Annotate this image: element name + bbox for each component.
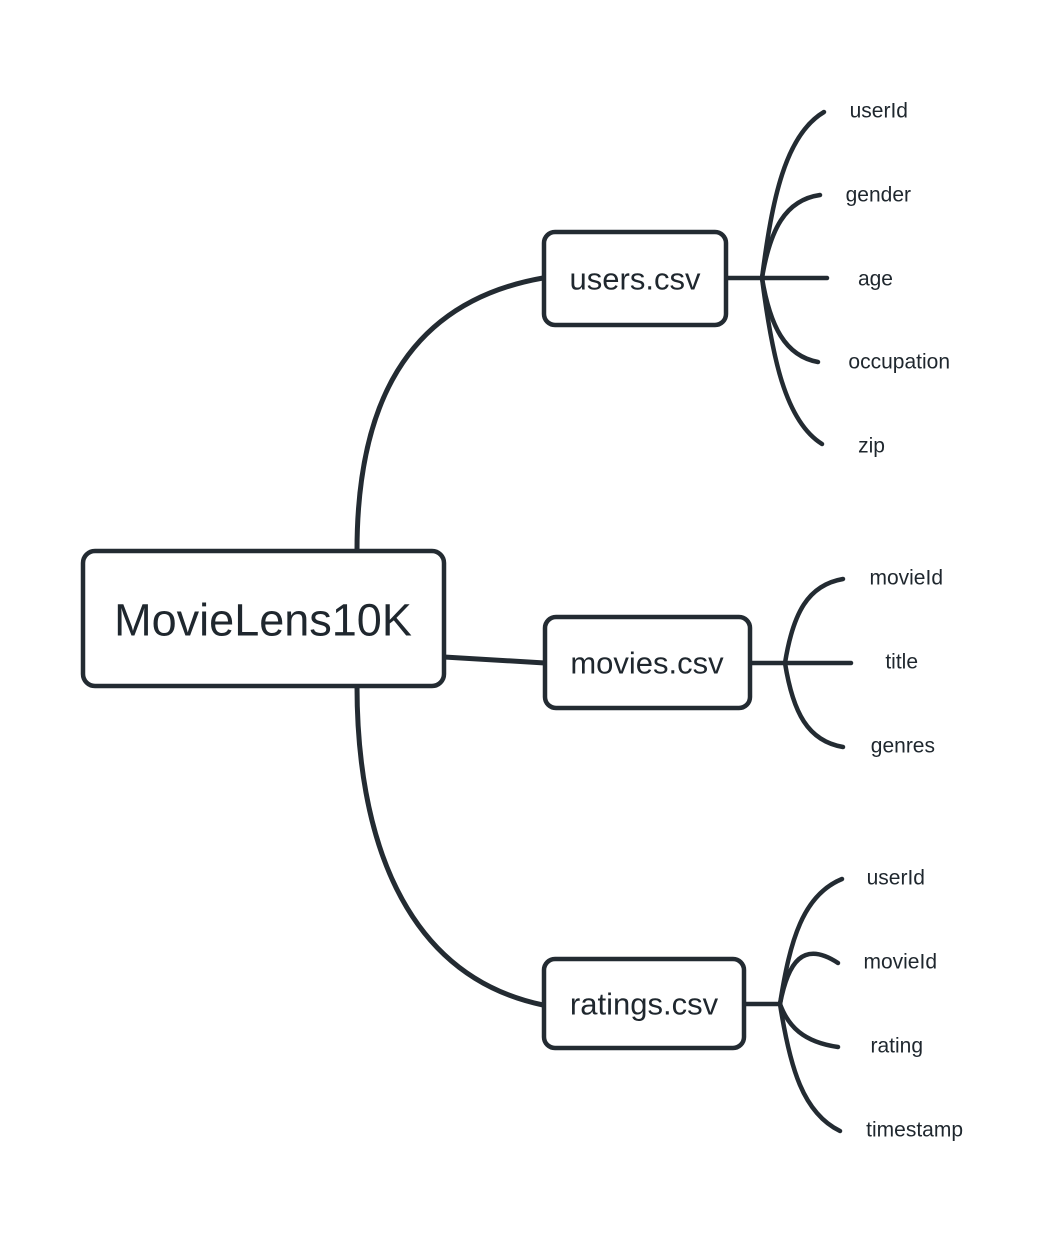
ratings-leaf-edges bbox=[741, 876, 845, 1134]
node-users-csv[interactable]: users.csv bbox=[541, 229, 729, 328]
edge-users-to-occupation bbox=[759, 275, 821, 365]
node-ratings-csv[interactable]: ratings.csv bbox=[541, 956, 747, 1051]
ratings-leaf-labels: userId movieId rating timestamp bbox=[863, 867, 963, 1142]
edge-ratings-to-timestamp bbox=[777, 1001, 843, 1134]
leaf-label-ratings-rating[interactable]: rating bbox=[870, 1035, 923, 1058]
edge-root-to-users bbox=[354, 275, 546, 554]
edge-root-to-ratings bbox=[354, 683, 546, 1008]
movies-leaf-edges bbox=[747, 576, 854, 750]
leaf-label-ratings-userId[interactable]: userId bbox=[867, 867, 925, 890]
leaf-label-users-zip[interactable]: zip bbox=[858, 435, 885, 458]
users-leaf-labels: userId gender age occupation zip bbox=[846, 100, 950, 458]
users-leaf-edges bbox=[723, 109, 830, 447]
root-edges bbox=[354, 275, 548, 1008]
root-node-box[interactable] bbox=[80, 548, 447, 689]
edge-users-to-zip bbox=[759, 275, 825, 447]
node-movies-csv[interactable]: movies.csv bbox=[542, 614, 753, 711]
movies-node-box[interactable] bbox=[542, 614, 753, 711]
root-node-label: MovieLens10K bbox=[114, 595, 412, 646]
users-node-label: users.csv bbox=[570, 262, 701, 297]
edge-ratings-to-movieId bbox=[777, 951, 841, 1007]
ratings-node-box[interactable] bbox=[541, 956, 747, 1051]
leaf-label-users-gender[interactable]: gender bbox=[846, 184, 911, 207]
leaf-label-movies-title[interactable]: title bbox=[885, 651, 918, 674]
leaf-label-movies-genres[interactable]: genres bbox=[871, 735, 935, 758]
edge-root-to-movies bbox=[441, 654, 548, 666]
ratings-node-label: ratings.csv bbox=[570, 987, 719, 1022]
node-root[interactable]: MovieLens10K bbox=[80, 548, 447, 689]
leaf-label-ratings-movieId[interactable]: movieId bbox=[863, 951, 937, 974]
leaf-label-ratings-timestamp[interactable]: timestamp bbox=[866, 1119, 963, 1142]
edge-users-to-gender bbox=[759, 192, 823, 281]
movies-leaf-labels: movieId title genres bbox=[869, 567, 943, 758]
leaf-label-movies-movieId[interactable]: movieId bbox=[869, 567, 943, 590]
edge-movies-to-genres bbox=[782, 660, 846, 750]
edge-ratings-to-userId bbox=[777, 876, 845, 1007]
leaf-label-users-occupation[interactable]: occupation bbox=[848, 351, 950, 374]
leaf-label-users-age[interactable]: age bbox=[858, 268, 893, 291]
movies-node-label: movies.csv bbox=[570, 646, 724, 681]
users-node-box[interactable] bbox=[541, 229, 729, 328]
edge-movies-to-movieId bbox=[782, 576, 846, 666]
leaf-label-users-userId[interactable]: userId bbox=[850, 100, 908, 123]
